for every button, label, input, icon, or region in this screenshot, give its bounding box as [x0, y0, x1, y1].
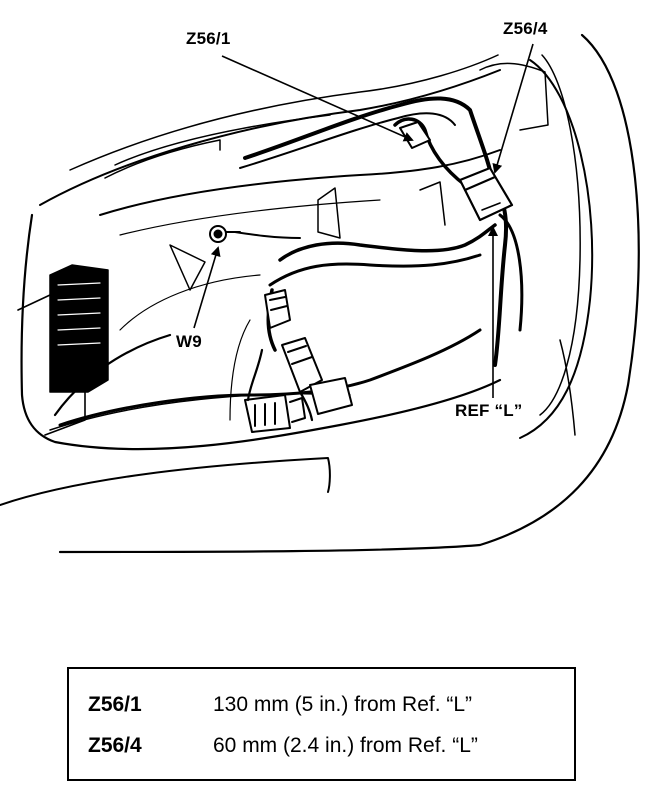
legend-description: 130 mm (5 in.) from Ref. “L” — [213, 693, 473, 716]
right-body-panel — [58, 33, 640, 554]
inner-bracket-1 — [169, 244, 206, 291]
upper-housing-line-5 — [114, 114, 331, 166]
callout-z56-1: Z56/1 — [186, 29, 231, 48]
leader-z56-4 — [492, 43, 534, 174]
upper-housing-line-3 — [479, 62, 549, 131]
callout-ref-l: REF “L” — [455, 401, 523, 420]
leader-w9 — [193, 246, 221, 329]
harness-middle-2 — [268, 253, 482, 287]
callout-w9: W9 — [176, 332, 202, 351]
connector-wires — [246, 348, 314, 422]
legend-description: 60 mm (2.4 in.) from Ref. “L” — [213, 734, 478, 757]
upper-housing-line-4 — [104, 139, 221, 179]
z56-1-clip — [399, 121, 431, 149]
harness-middle — [278, 223, 497, 262]
connector-middle — [281, 337, 323, 393]
cavity-rear-line — [119, 199, 381, 236]
harness-lower-loop — [58, 328, 482, 427]
legend-row: Z56/1 130 mm (5 in.) from Ref. “L” — [69, 690, 574, 720]
leader-z56-1 — [221, 55, 414, 142]
lower-sill-line — [0, 457, 331, 506]
inner-curve — [119, 274, 261, 331]
connector-right — [309, 377, 353, 415]
harness-main-upper — [243, 96, 494, 182]
connector-upper — [264, 289, 291, 329]
harness-to-w9 — [234, 231, 301, 239]
cavity-line — [99, 149, 501, 216]
upper-housing-line-1 — [39, 69, 501, 206]
legend-code: Z56/1 — [88, 693, 142, 716]
legend-row: Z56/4 60 mm (2.4 in.) from Ref. “L” — [69, 731, 574, 761]
left-housing-outline — [20, 213, 502, 451]
inner-bracket-3 — [419, 181, 446, 226]
connector-lower — [244, 394, 306, 433]
w9-ground-terminal — [209, 225, 241, 243]
inner-curve-2 — [229, 319, 251, 421]
harness-lower-left — [53, 333, 172, 417]
right-edge-line — [559, 339, 576, 436]
harness-branch-right — [498, 213, 524, 332]
inner-panel-edge — [539, 54, 581, 416]
relay-block — [49, 264, 109, 393]
upper-housing-line-2 — [69, 54, 499, 171]
legend-code: Z56/4 — [88, 734, 142, 757]
harness-z561-loop — [393, 117, 467, 187]
legend-table: Z56/1 130 mm (5 in.) from Ref. “L” Z56/4… — [67, 667, 576, 781]
z56-4-clamp — [458, 166, 514, 222]
inner-panel-contour — [519, 59, 594, 439]
callout-z56-4: Z56/4 — [503, 19, 548, 38]
inner-bracket-2 — [317, 187, 341, 239]
harness-main-lower — [239, 112, 456, 169]
